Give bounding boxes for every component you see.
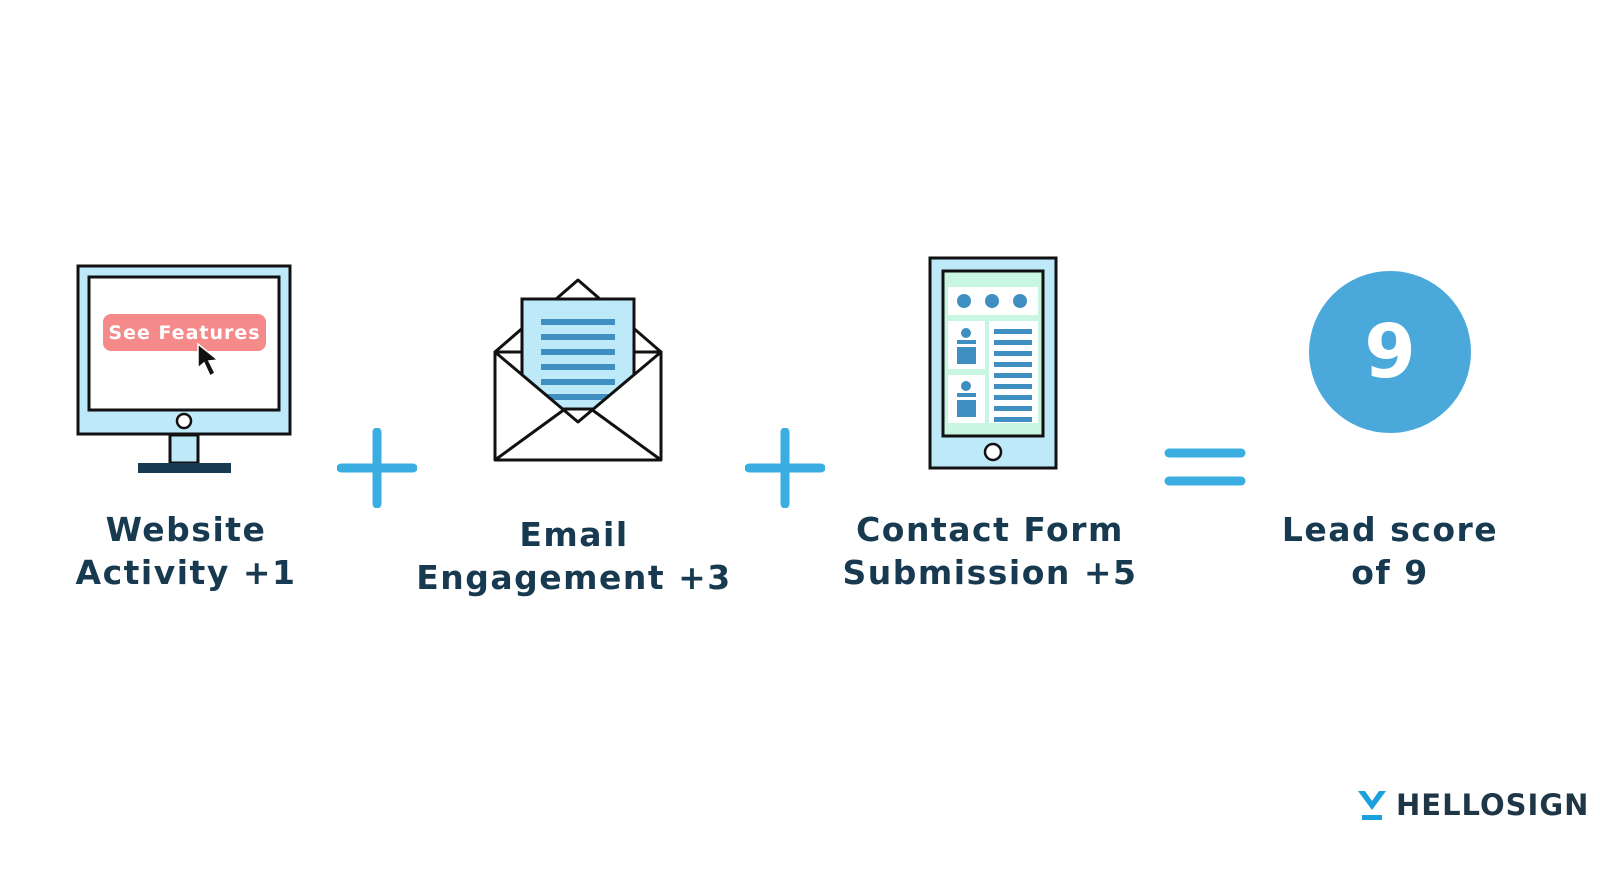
plus-icon bbox=[336, 427, 418, 509]
lead-score-circle: 9 bbox=[1309, 271, 1471, 433]
see-features-label: See Features bbox=[108, 321, 261, 344]
plus-icon bbox=[744, 427, 826, 509]
lead-score-label: Lead score of 9 bbox=[1260, 508, 1520, 594]
label-line-2: Engagement +3 bbox=[416, 558, 732, 597]
hellosign-mark-icon bbox=[1358, 791, 1386, 820]
equals-icon bbox=[1163, 444, 1247, 490]
label-line-1: Website bbox=[105, 510, 267, 549]
label-line-2: Submission +5 bbox=[842, 553, 1138, 592]
hellosign-logo: HELLOSIGN bbox=[1356, 788, 1589, 822]
label-line-2: of 9 bbox=[1351, 553, 1429, 592]
website-activity-label: Website Activity +1 bbox=[36, 508, 336, 594]
label-line-1: Lead score bbox=[1281, 510, 1499, 549]
contact-form-label: Contact Form Submission +5 bbox=[830, 508, 1150, 594]
lead-score-value: 9 bbox=[1364, 309, 1416, 395]
open-envelope-icon bbox=[493, 278, 663, 462]
desktop-monitor-icon bbox=[76, 264, 292, 473]
brand-name: HELLOSIGN bbox=[1396, 788, 1590, 822]
tablet-illustration bbox=[928, 256, 1060, 472]
label-line-1: Contact Form bbox=[856, 510, 1124, 549]
tablet-form-icon bbox=[928, 256, 1058, 470]
email-engagement-label: Email Engagement +3 bbox=[404, 513, 744, 599]
cursor-arrow-icon bbox=[196, 342, 226, 380]
monitor-illustration bbox=[76, 264, 294, 479]
see-features-button[interactable]: See Features bbox=[103, 314, 266, 351]
envelope-illustration bbox=[490, 276, 666, 466]
label-line-2: Activity +1 bbox=[75, 553, 297, 592]
label-line-1: Email bbox=[519, 515, 629, 554]
